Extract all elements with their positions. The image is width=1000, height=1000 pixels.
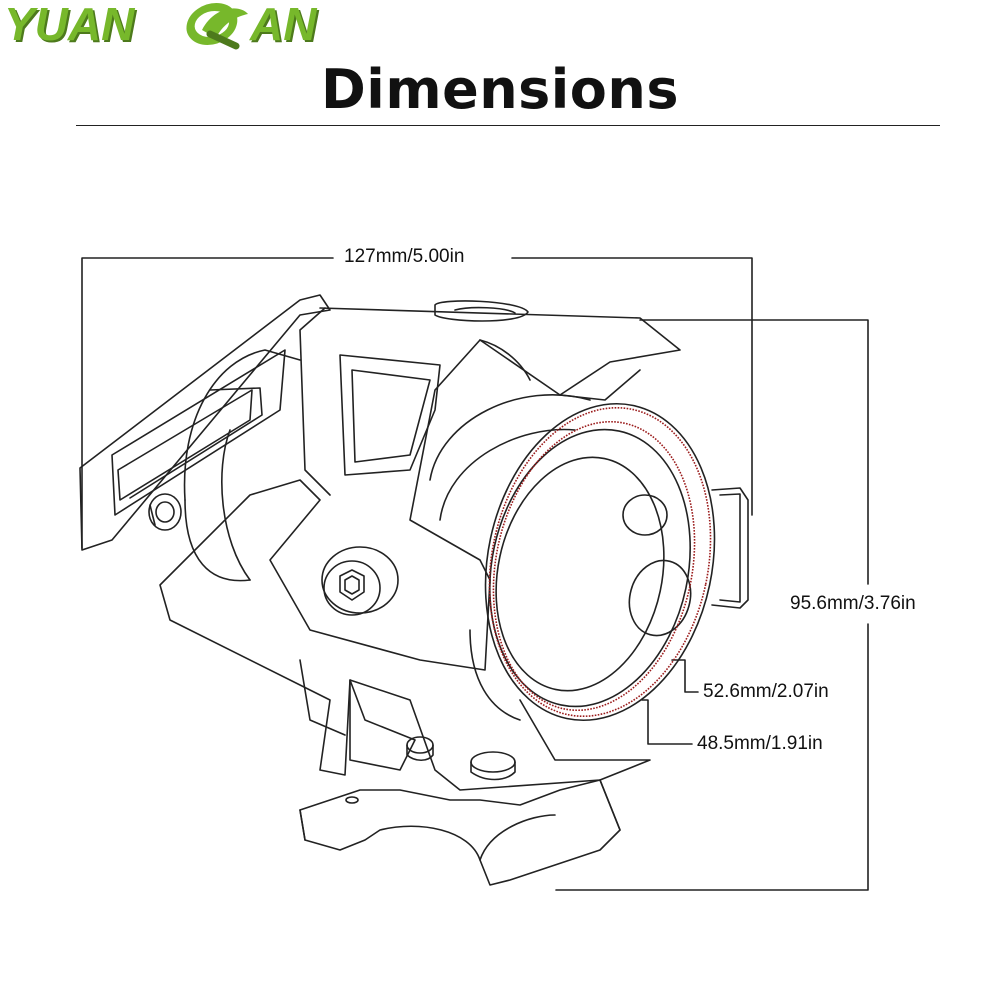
brand-logo-graphic: YUAN YUAN AN AN [4,0,319,52]
height-dimension-label: 95.6mm/3.76in [790,593,916,615]
height-dimension-line [555,319,869,891]
width-dimension-label: 127mm/5.00in [344,246,465,268]
lens-housing [429,394,716,722]
right-side-tab [711,487,749,609]
title-divider [76,125,940,126]
width-dimension-line [81,257,753,549]
small-led-icon [622,494,668,536]
housing-back [183,349,301,582]
brand-logo-shadow: YUAN [6,0,137,50]
leaf-q-icon [186,3,248,50]
left-bolt-icon [148,493,182,531]
brand-logo: YUAN YUAN AN AN [2,0,342,52]
center-hex-bolt-icon [321,546,399,616]
top-slot [434,300,529,322]
inner-ring-leader [641,699,693,745]
mounting-clamp [299,779,621,886]
bottom-bolt-icon [406,736,516,781]
left-bracket [79,294,331,551]
large-led-icon [628,559,692,637]
outer-halo-ring [488,406,712,718]
brand-logo-text-after: AN [249,0,317,50]
page-title: Dimensions [320,58,679,121]
inner-ring-dimension-label: 48.5mm/1.91in [697,733,823,755]
brand-logo-text-before: YUAN [4,0,135,50]
outer-ring-dimension-label: 52.6mm/2.07in [703,681,829,703]
brand-logo-shadow-after: AN [251,0,319,50]
inner-halo-ring [492,420,696,712]
halo-rings [488,406,712,718]
lens-inner [622,494,692,637]
